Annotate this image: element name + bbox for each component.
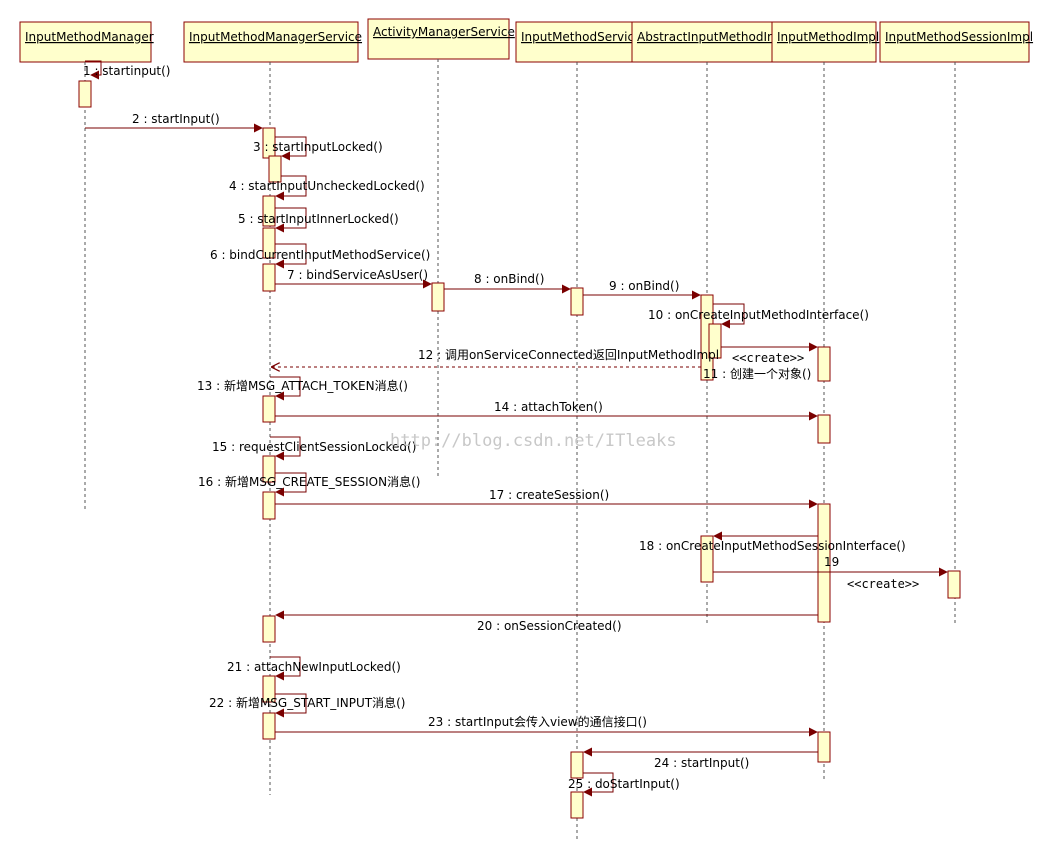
message-arrow (275, 207, 307, 233)
message-arrow (270, 656, 301, 681)
message-arrow (583, 772, 614, 797)
message-label: 15 : requestClientSessionLocked() (212, 440, 416, 454)
activation-bar (262, 675, 276, 703)
activation-bar (817, 503, 831, 623)
participant-input-method-impl: InputMethodImpl (771, 21, 879, 63)
participant-input-method-manager-service: InputMethodManagerService (183, 21, 362, 63)
message-label: 25 : doStartInput() (568, 777, 680, 791)
message-arrow (270, 376, 301, 401)
message-label: 17 : createSession() (489, 488, 609, 502)
participant-label: InputMethodManagerService (189, 30, 362, 44)
activation-bar (817, 414, 831, 444)
activation-bar (262, 455, 276, 483)
participant-label: AbstractInputMethodImpl (637, 30, 790, 44)
activation-bar (262, 491, 276, 520)
participant-input-method-manager: InputMethodManager (19, 21, 154, 63)
message-arrow (713, 303, 745, 329)
message-label: 16 : 新增MSG_CREATE_SESSION消息() (198, 474, 420, 489)
message-label: 18 : onCreateInputMethodSessionInterface… (639, 539, 906, 553)
activation-bar (570, 751, 584, 779)
activation-bar (78, 80, 92, 108)
watermark: http://blog.csdn.net/ITleaks (390, 431, 677, 451)
participant-abstract-input-method-impl: AbstractInputMethodImpl (631, 21, 790, 63)
participant-input-method-session-impl: InputMethodSessionImpl (879, 21, 1033, 63)
message-label: 9 : onBind() (609, 279, 679, 293)
activation-bar (262, 263, 276, 292)
create-stereotype: <<create>> (847, 577, 919, 591)
message-label: 2 : startInput() (132, 112, 220, 126)
activation-bar (262, 227, 276, 259)
participant-label: InputMethodImpl (777, 30, 879, 44)
message-label: 7 : bindServiceAsUser() (287, 268, 428, 282)
message-label: 23 : startInput会传入view的通信接口() (428, 714, 647, 729)
message-label: 5 : startInputInnerLocked() (238, 212, 399, 226)
message-label: 3 : startInputLocked() (253, 140, 383, 154)
message-arrow (275, 136, 307, 161)
message-label: 20 : onSessionCreated() (477, 619, 622, 633)
participant-label: InputMethodManager (25, 30, 154, 44)
message-arrow (275, 693, 307, 718)
activation-bar (262, 395, 276, 423)
activation-bar (570, 791, 584, 819)
participant-label: InputMethodService (521, 30, 641, 44)
activation-bar (700, 535, 714, 583)
message-label: 4 : startInputUncheckedLocked() (229, 179, 425, 193)
activation-bar (947, 570, 961, 599)
participant-label: ActivityManagerService (373, 25, 515, 39)
message-label: 19 (824, 555, 839, 569)
message-arrow (85, 60, 102, 80)
message-arrow (270, 436, 301, 461)
message-label: 11 : 创建一个对象() (703, 367, 811, 381)
participant-input-method-service: InputMethodService (515, 21, 641, 63)
message-label: 14 : attachToken() (494, 400, 603, 414)
message-label: 13 : 新增MSG_ATTACH_TOKEN消息() (197, 378, 408, 393)
message-arrow (275, 175, 307, 201)
message-label: 1 : startinput() (83, 64, 171, 78)
create-stereotype: <<create>> (732, 351, 804, 365)
message-label: 24 : startInput() (654, 756, 749, 770)
participant-label: InputMethodSessionImpl (885, 30, 1033, 44)
activation-bar (431, 282, 445, 312)
activation-bar (817, 346, 831, 382)
activation-bar (268, 155, 282, 183)
message-arrow (275, 243, 307, 269)
message-arrow (275, 472, 307, 497)
message-label: 6 : bindCurrentInputMethodService() (210, 248, 430, 262)
message-label: 10 : onCreateInputMethodInterface() (648, 308, 869, 322)
message-label: 21 : attachNewInputLocked() (227, 660, 401, 674)
activation-bar (262, 195, 276, 227)
message-label: 8 : onBind() (474, 272, 544, 286)
activation-bar (262, 712, 276, 740)
message-label: 12 : 调用onServiceConnected返回InputMethodIm… (418, 348, 719, 362)
activation-bar (708, 323, 722, 359)
message-label: 22 : 新增MSG_START_INPUT消息() (209, 695, 405, 710)
participant-activity-manager-service: ActivityManagerService (367, 18, 515, 60)
activation-bar (817, 731, 831, 763)
activation-bar (570, 287, 584, 316)
activation-bar (262, 615, 276, 643)
